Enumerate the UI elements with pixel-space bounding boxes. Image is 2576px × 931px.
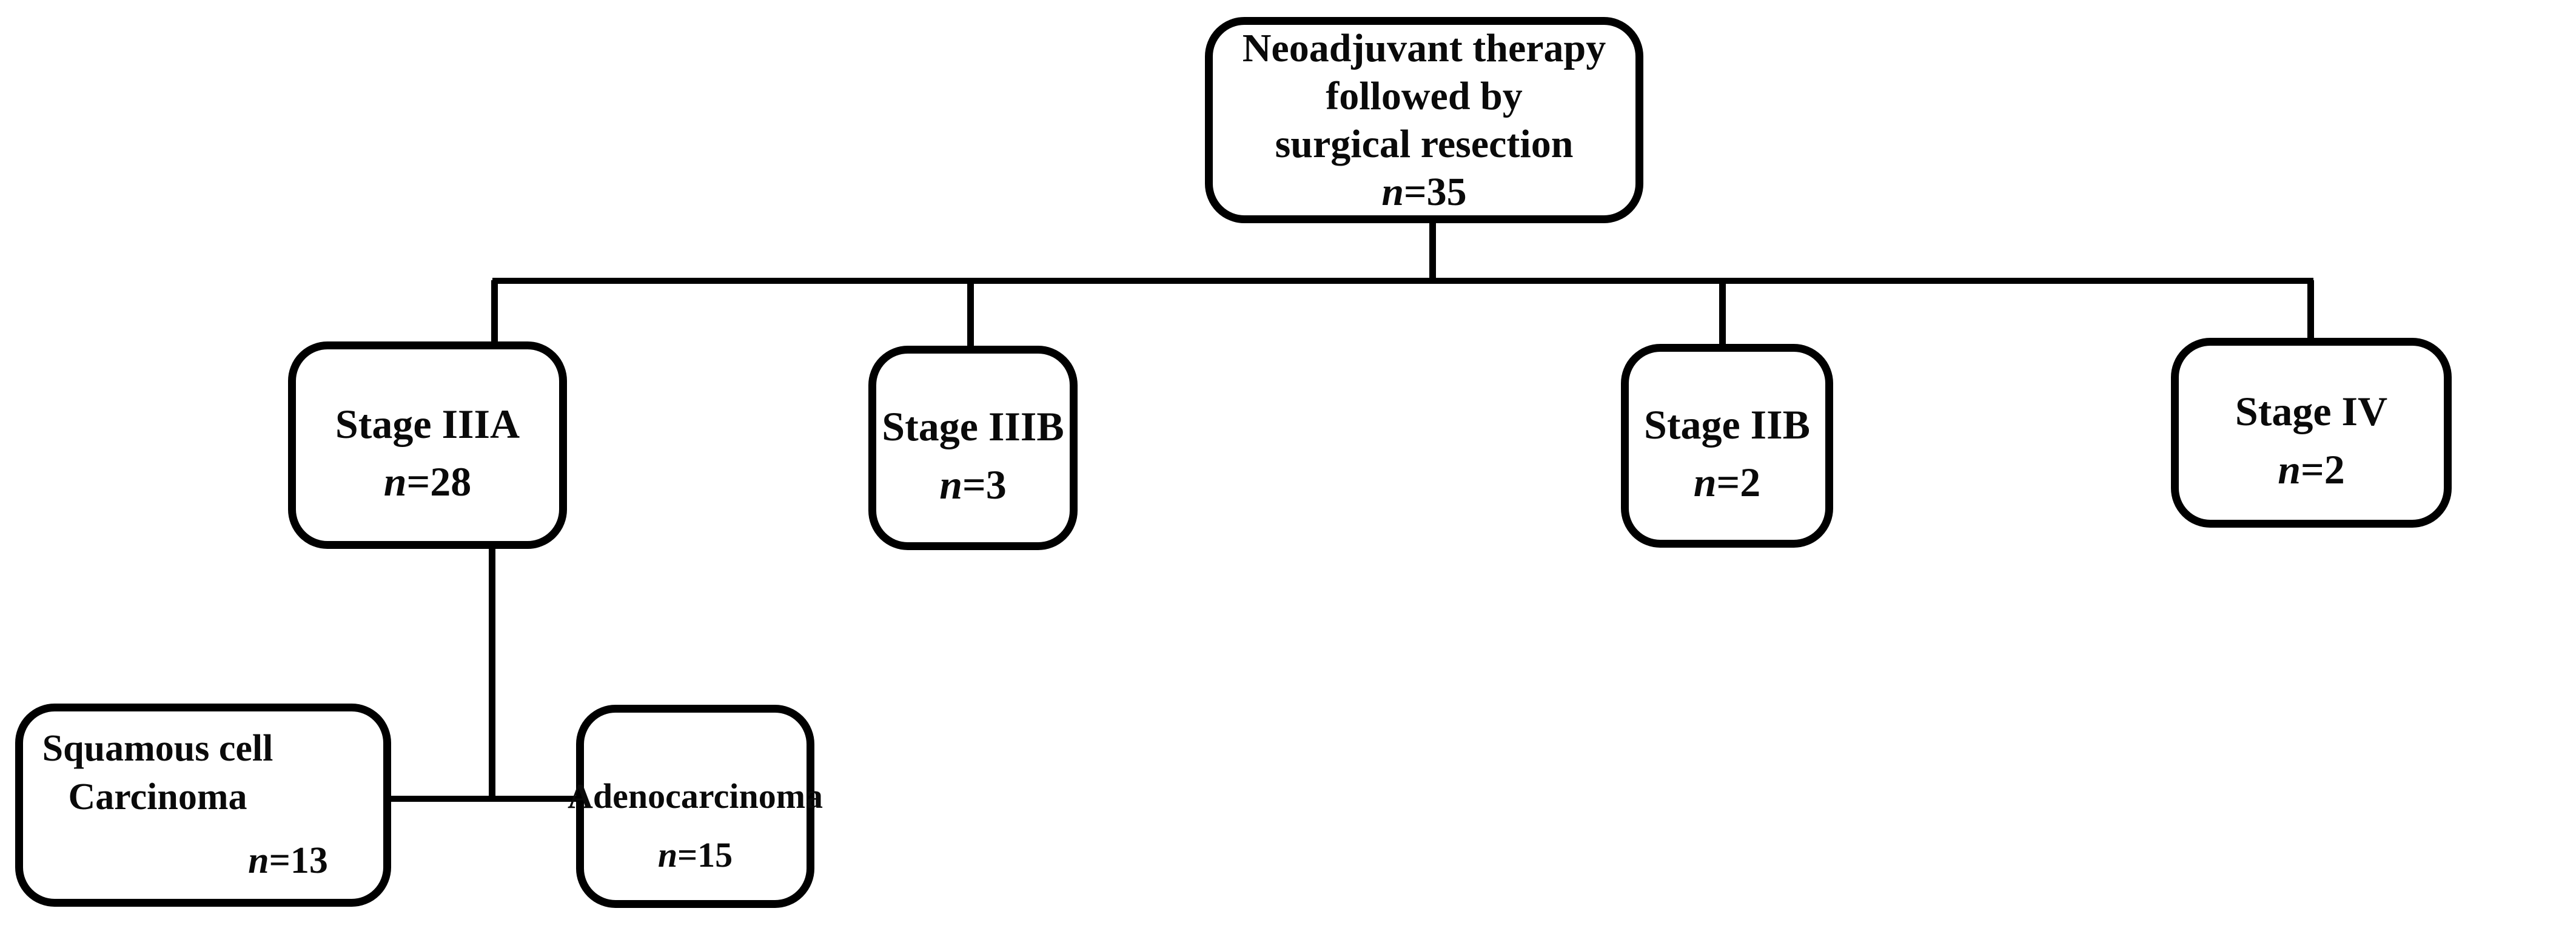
n-value: =35 (1404, 170, 1467, 215)
connector-stub-stage-iv (2307, 280, 2314, 342)
node-label: Stage IIIA (335, 400, 520, 447)
node-count: n=2 (1694, 454, 1761, 511)
node-squamous-cell-carcinoma: Squamous cell Carcinoma n=13 (15, 704, 391, 907)
n-symbol: n (383, 459, 407, 505)
node-stage-iiia: Stage IIIA n=28 (288, 341, 567, 549)
node-label-line: followed by (1326, 73, 1523, 118)
n-value: =3 (962, 461, 1007, 508)
n-value: =28 (406, 459, 472, 505)
node-stage-iiib: Stage IIIB n=3 (868, 346, 1078, 550)
node-label-line: surgical resection (1275, 122, 1574, 166)
n-symbol: n (1381, 170, 1404, 215)
node-count: n=3 (939, 456, 1007, 514)
connector-top-horizontal (492, 278, 2313, 284)
connector-stage-iiia-drop (489, 546, 495, 802)
node-label-line: Squamous cell (42, 728, 273, 770)
node-stage-iib: Stage IIB n=2 (1621, 344, 1833, 548)
connector-bottom-horizontal (388, 796, 579, 802)
node-label-line: Neoadjuvant therapy (1242, 25, 1606, 70)
connector-root-drop (1429, 220, 1436, 284)
n-symbol: n (1693, 459, 1717, 505)
n-value: =2 (2301, 446, 2345, 492)
connector-stub-stage-iiia (491, 280, 498, 346)
n-value: =2 (1716, 459, 1761, 505)
node-label: Stage IIIB (882, 403, 1064, 450)
node-count: n=13 (248, 837, 328, 885)
n-symbol: n (2278, 446, 2301, 492)
node-count: n=15 (658, 833, 733, 878)
node-label: Stage IIB (1644, 401, 1810, 448)
connector-stub-stage-iiib (967, 280, 974, 350)
connector-stub-stage-iib (1719, 280, 1726, 348)
n-value: =13 (269, 840, 328, 882)
node-label-line: Carcinoma (68, 776, 247, 818)
node-neoadjuvant-therapy: Neoadjuvant therapy followed by surgical… (1205, 17, 1643, 223)
node-count: n=2 (2278, 441, 2345, 499)
node-stage-iv: Stage IV n=2 (2171, 338, 2452, 528)
node-adenocarcinoma: Adenocarcinoma n=15 (568, 705, 823, 908)
n-symbol: n (657, 835, 678, 875)
node-count: n=35 (1381, 168, 1466, 216)
node-count: n=28 (384, 453, 472, 511)
n-value: =15 (677, 835, 733, 875)
node-label: Stage IV (2235, 388, 2388, 435)
n-symbol: n (248, 840, 269, 882)
node-label: Adenocarcinoma (568, 776, 823, 816)
n-symbol: n (939, 461, 963, 508)
